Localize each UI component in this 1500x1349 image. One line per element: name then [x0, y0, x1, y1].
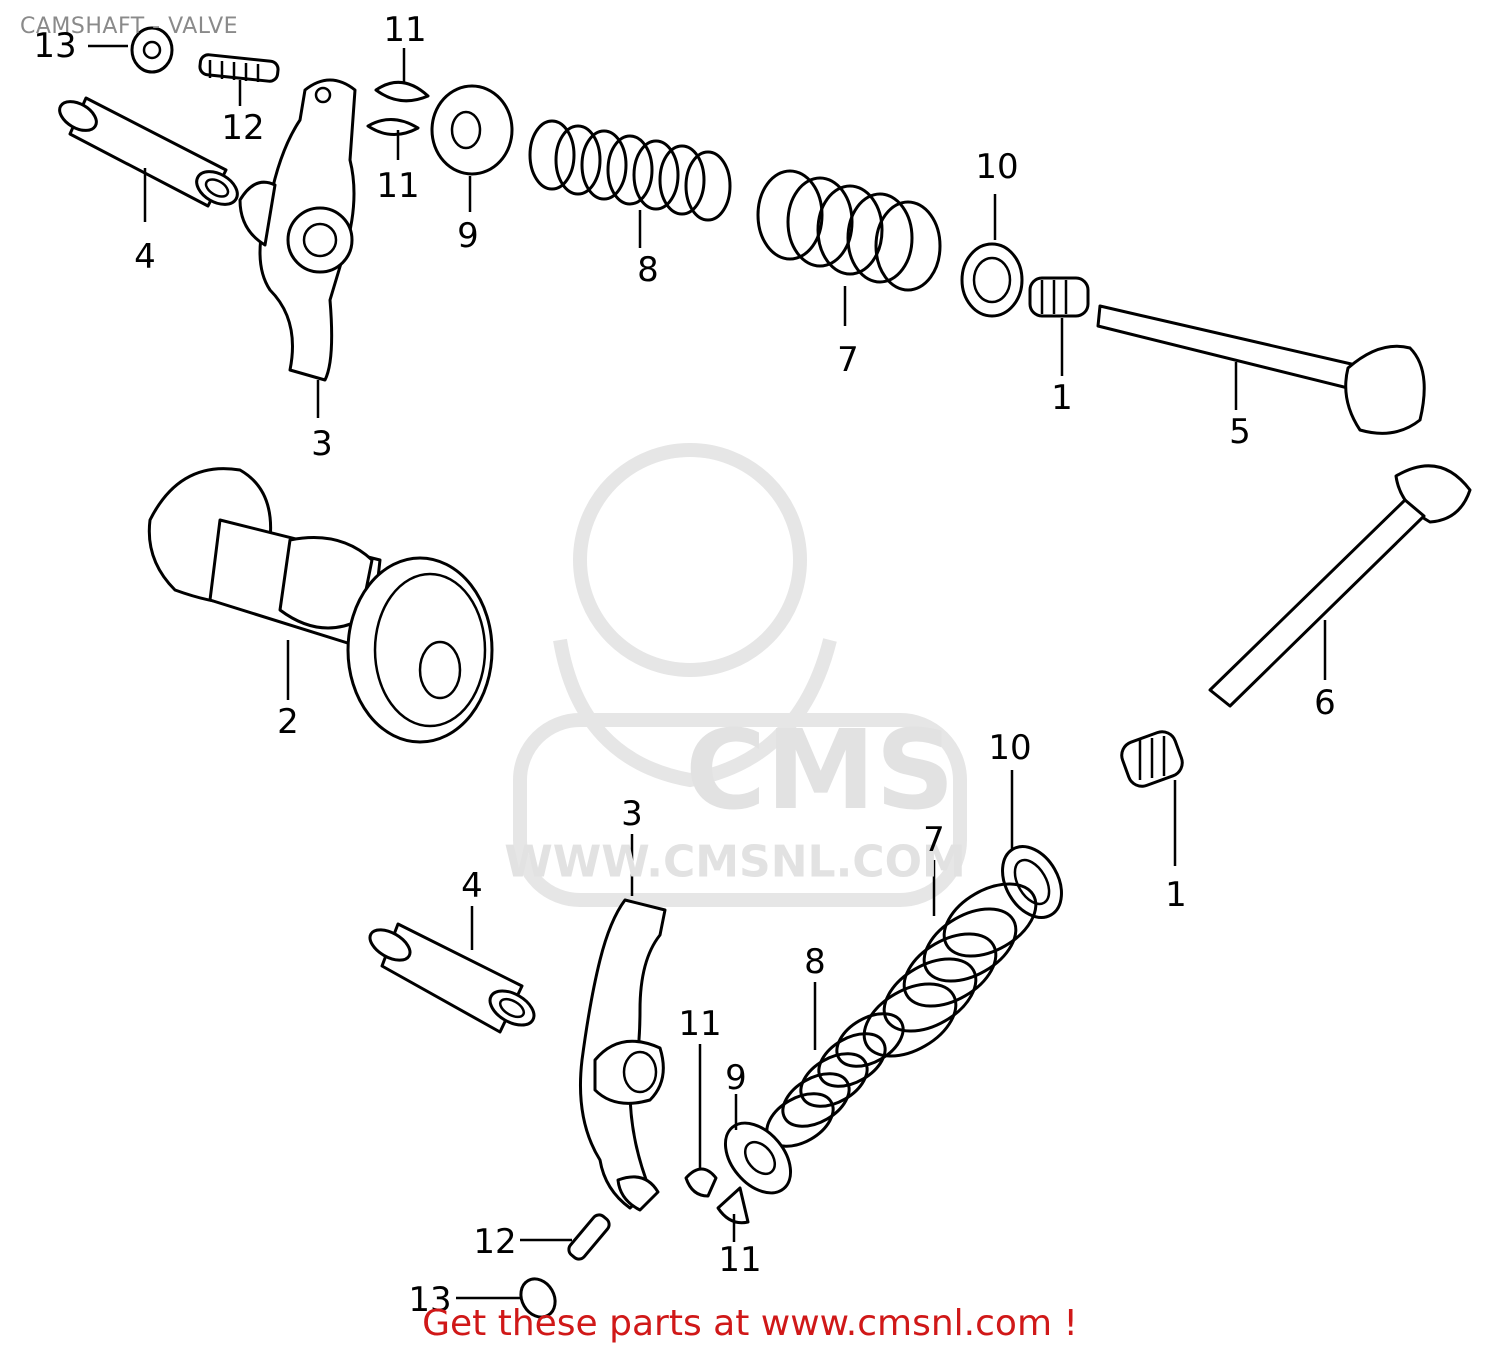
callout-8-lower: 8 [804, 942, 826, 982]
part-11-cotter-upper-b [366, 118, 420, 136]
callout-12-upper: 12 [221, 108, 265, 148]
part-8-inner-spring-upper [528, 119, 732, 222]
callout-4-upper: 4 [134, 237, 156, 277]
part-8-inner-spring-lower [765, 1012, 905, 1148]
callout-7-upper: 7 [837, 340, 859, 380]
part-6-valve [1208, 464, 1472, 708]
callout-11-upper-b: 11 [376, 166, 420, 206]
part-5-valve-upper [1096, 304, 1426, 435]
part-10-spring-seat-lower [1001, 845, 1063, 919]
part-3-rocker-arm-upper [238, 78, 357, 382]
watermark-url: WWW.CMSNL.COM [504, 836, 966, 888]
callout-9-upper: 9 [457, 216, 479, 256]
watermark-brand: CMS [685, 706, 955, 834]
footer-link-text[interactable]: Get these parts at www.cmsnl.com ! [422, 1303, 1078, 1344]
part-12-screw-lower [567, 1213, 611, 1261]
callout-9-lower: 9 [725, 1058, 747, 1098]
callout-1-upper: 1 [1051, 378, 1073, 418]
callout-5: 5 [1229, 412, 1251, 452]
part-13-nut-lower [519, 1277, 557, 1319]
callout-7-lower: 7 [923, 820, 945, 860]
callout-11-upper-a: 11 [383, 10, 427, 50]
watermark-logo [513, 443, 967, 907]
part-4-rocker-shaft-lower [368, 922, 536, 1034]
part-11-cotter-lower-b [716, 1186, 750, 1225]
callout-1-lower: 1 [1165, 875, 1187, 915]
callout-2: 2 [277, 702, 299, 742]
part-4-rocker-shaft-upper [58, 96, 239, 208]
callout-3-lower: 3 [621, 794, 643, 834]
part-3-rocker-arm-lower [579, 898, 667, 1212]
callout-10-upper: 10 [975, 147, 1019, 187]
callout-4-lower: 4 [461, 866, 483, 906]
callout-3-upper: 3 [311, 424, 333, 464]
callout-10-lower: 10 [988, 728, 1032, 768]
callout-13-lower: 13 [408, 1280, 452, 1320]
callout-11-lower-a: 11 [678, 1004, 722, 1044]
part-12-screw-upper [198, 53, 280, 83]
part-7-outer-spring-lower [862, 882, 1038, 1058]
callout-13-upper: 13 [33, 26, 77, 66]
part-11-cotter-upper-a [374, 80, 430, 103]
callout-6: 6 [1314, 683, 1336, 723]
part-7-outer-spring-upper [756, 169, 942, 292]
part-1-stem-seal-upper [1028, 276, 1090, 318]
part-11-cotter-lower-a [684, 1167, 718, 1198]
part-9-retainer-lower [723, 1121, 793, 1195]
part-10-spring-seat-upper [960, 242, 1024, 318]
part-13-nut-upper [130, 26, 174, 74]
callout-8-upper: 8 [637, 250, 659, 290]
part-9-retainer-upper [430, 84, 514, 176]
callout-12-lower: 12 [473, 1222, 517, 1262]
leader-lines [88, 44, 1327, 1300]
callout-11-lower-b: 11 [718, 1240, 762, 1280]
part-1-stem-seal-lower [1120, 730, 1184, 788]
diagram-title: CAMSHAFT - VALVE [20, 14, 239, 39]
part-2-camshaft [147, 467, 494, 744]
